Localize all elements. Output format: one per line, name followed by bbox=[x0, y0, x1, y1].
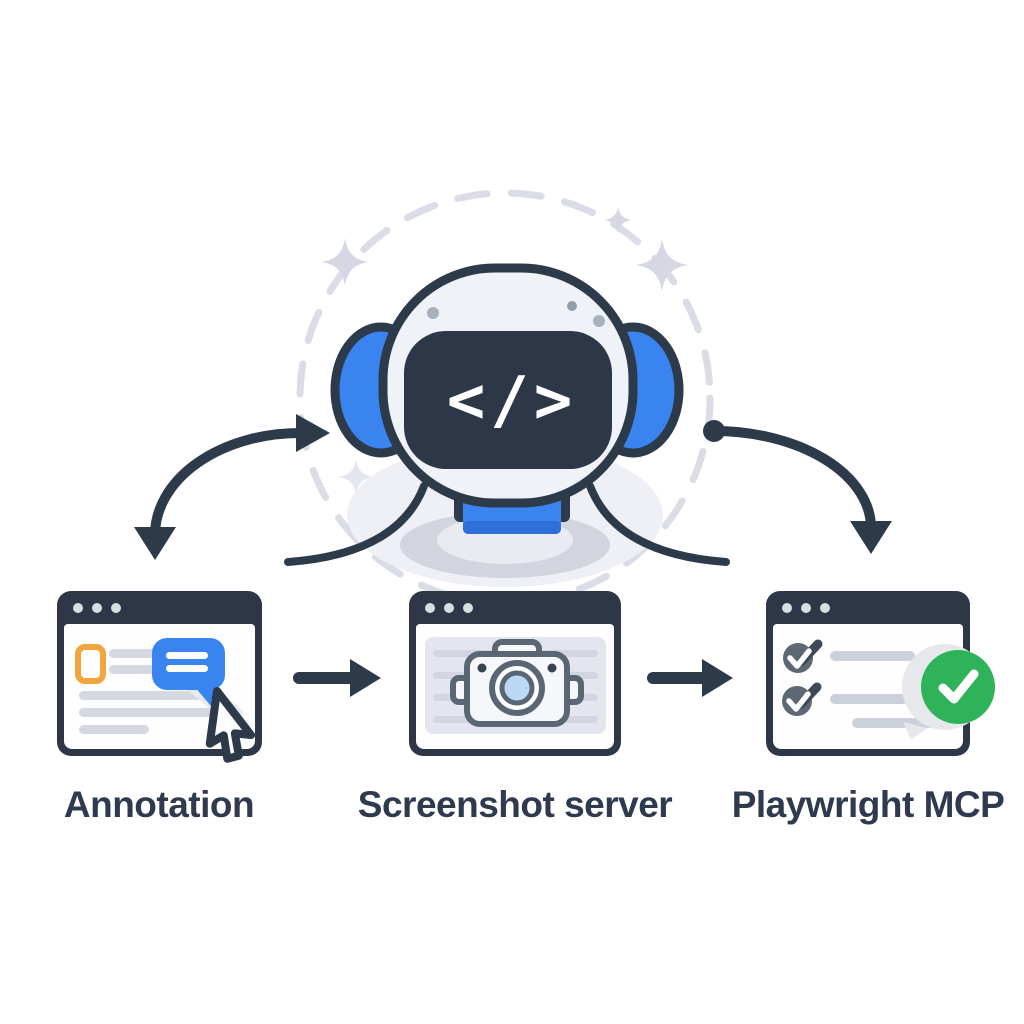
robot: </> bbox=[284, 263, 730, 587]
highlight-box-icon bbox=[75, 644, 106, 684]
check-item-icon bbox=[782, 682, 822, 716]
window-control-dot bbox=[463, 602, 473, 613]
robot-screen bbox=[404, 331, 612, 469]
annotation-window bbox=[57, 591, 262, 763]
cursor-icon bbox=[205, 686, 256, 763]
sparkle-icon bbox=[604, 206, 632, 234]
code-icon: </> bbox=[447, 364, 578, 438]
node-label-screenshot-server: Screenshot server bbox=[357, 784, 673, 825]
annotation-content bbox=[75, 638, 256, 763]
robot-screw bbox=[427, 307, 439, 319]
arrow-agent-playwright bbox=[703, 420, 892, 554]
arrowhead-right bbox=[702, 659, 733, 697]
window-control-dot bbox=[444, 602, 454, 613]
robot-arm-right bbox=[586, 482, 730, 566]
sparkle-icon bbox=[635, 238, 689, 292]
window-control-dot bbox=[801, 602, 811, 613]
camera-icon bbox=[450, 639, 584, 727]
arrowhead-down bbox=[134, 527, 176, 560]
node-label-playwright-mcp: Playwright MCP bbox=[731, 784, 1005, 825]
badge-ghost-tail bbox=[903, 722, 927, 740]
robot-screw bbox=[567, 301, 577, 311]
robot-arm-left bbox=[284, 482, 428, 566]
arrow-agent-annotation bbox=[134, 414, 330, 560]
chat-bubble-icon bbox=[152, 638, 225, 706]
success-badge bbox=[902, 644, 995, 740]
arrowhead-down bbox=[850, 521, 892, 554]
window-control-dot bbox=[782, 602, 792, 613]
window-header bbox=[57, 591, 262, 624]
check-item-icon bbox=[783, 639, 823, 673]
sparkle-icon bbox=[321, 238, 369, 286]
window-body bbox=[64, 624, 256, 763]
window-header bbox=[766, 591, 970, 624]
node-label-annotation: Annotation bbox=[63, 784, 255, 825]
arrowhead-right bbox=[296, 414, 330, 452]
playwright-mcp-window bbox=[766, 591, 995, 756]
robot-screw bbox=[593, 315, 605, 327]
window-control-dot bbox=[73, 602, 83, 613]
window-control-dot bbox=[425, 602, 435, 613]
screenshot-server-window bbox=[409, 591, 621, 756]
arrowhead-right bbox=[350, 659, 381, 697]
sparkle-icon bbox=[338, 459, 374, 495]
screenshot-content bbox=[425, 637, 606, 734]
arrow-screenshot-playwright bbox=[647, 659, 733, 697]
window-body bbox=[416, 624, 614, 749]
window-header bbox=[409, 591, 621, 624]
window-control-dot bbox=[111, 602, 121, 613]
arrow-annotation-screenshot bbox=[293, 659, 381, 697]
window-body bbox=[773, 624, 995, 749]
window-control-dot bbox=[92, 602, 102, 613]
checklist-content bbox=[782, 639, 995, 740]
window-control-dot bbox=[820, 602, 830, 613]
